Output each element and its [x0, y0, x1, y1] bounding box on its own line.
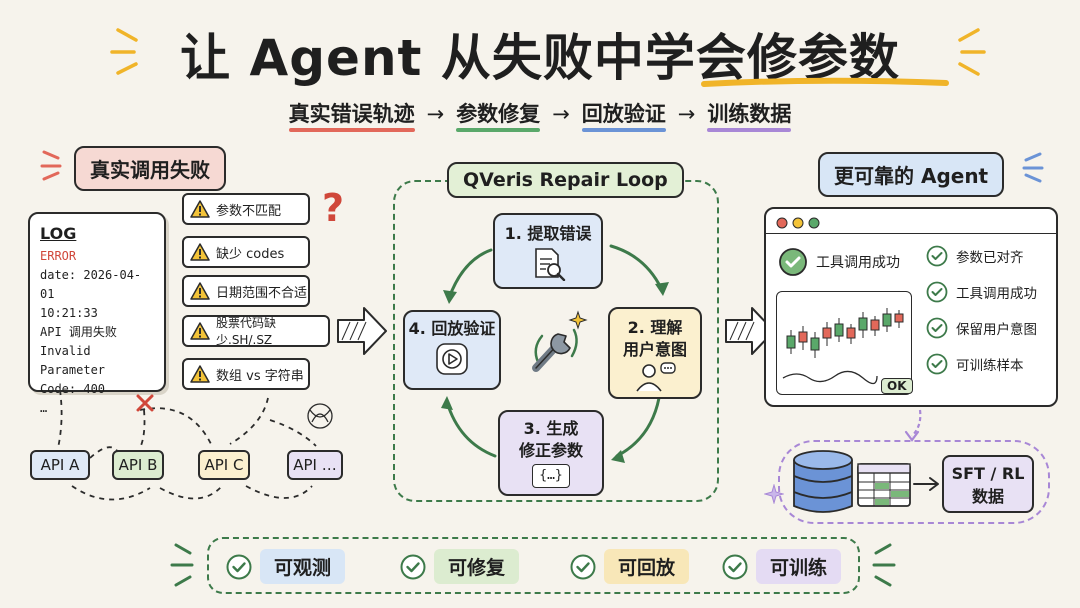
check-circle-icon — [926, 281, 948, 303]
titlebar-divider — [766, 233, 1056, 234]
play-button-icon — [436, 343, 468, 375]
flow-step-training: 训练数据 — [707, 98, 792, 132]
flow-arrow-center-right — [725, 307, 775, 355]
warning-item: 参数不匹配 — [182, 193, 310, 225]
right-label-sparkle — [1022, 152, 1044, 183]
warning-item: 数组 vs 字符串 — [182, 358, 310, 390]
ok-badge: OK — [881, 378, 913, 394]
warning-icon — [190, 282, 210, 300]
warning-icon — [190, 322, 210, 340]
flow-arrow: → — [552, 102, 570, 126]
log-status: ERROR — [40, 249, 77, 263]
log-line: … — [40, 401, 48, 415]
check-circle-icon — [722, 554, 748, 579]
flow-step-errors: 真实错误轨迹 — [288, 98, 415, 132]
check-item: 工具调用成功 — [926, 281, 1037, 303]
api-connectors — [57, 389, 333, 501]
check-circle-icon — [400, 554, 426, 579]
log-line: Invalid Parameter — [40, 344, 106, 377]
capability-observable: 可观测 — [226, 549, 346, 584]
api-node: API C — [198, 450, 250, 480]
flow-arrow: → — [426, 102, 445, 126]
capability-trainable: 可训练 — [722, 549, 842, 584]
capability-label: 可回放 — [604, 549, 690, 584]
step-generate-params: 3. 生成 修正参数 {…} — [498, 410, 604, 496]
page-title: 让 Agent 从失败中学会修参数 — [180, 29, 900, 87]
user-speech-icon — [636, 362, 676, 392]
bottom-sparkles — [170, 543, 896, 587]
title-sparkles — [110, 28, 986, 76]
sft-rl-data-box: SFT / RL 数据 — [942, 455, 1034, 513]
purple-sparkle-icon — [764, 484, 784, 504]
check-circle-icon — [779, 248, 807, 276]
agent-app-window: 工具调用成功 OK — [764, 207, 1058, 407]
code-braces-icon: {…} — [532, 464, 570, 488]
loop-cycle-arrows — [441, 244, 669, 463]
success-row: 工具调用成功 — [778, 247, 900, 277]
title-highlight-underline — [701, 77, 949, 87]
warning-icon — [190, 365, 210, 383]
check-circle-icon — [926, 317, 948, 339]
capability-repairable: 可修复 — [400, 549, 520, 584]
chart-panel: OK — [776, 291, 913, 395]
log-title: LOG — [40, 224, 77, 243]
warning-item: 日期范围不合适 — [182, 275, 310, 307]
flow-row: 真实错误轨迹 → 参数修复 → 回放验证 → 训练数据 — [0, 98, 1080, 132]
flow-arrow-left-center — [337, 307, 387, 355]
warning-icon — [190, 243, 210, 261]
data-arrow — [913, 477, 939, 491]
left-label-sparkle — [40, 150, 62, 181]
check-circle-icon — [570, 554, 596, 579]
down-arrow — [904, 409, 922, 442]
warning-item: 股票代码缺少.SH/.SZ — [182, 315, 330, 347]
flow-arrow: → — [677, 102, 696, 126]
error-log-card: LOG ERROR date: 2026-04-01 10:21:33 API … — [28, 212, 166, 415]
loop-title: QVeris Repair Loop — [447, 162, 684, 198]
log-line: Code: 400 — [40, 382, 106, 396]
capability-label: 可观测 — [260, 549, 346, 584]
check-circle-icon — [226, 554, 252, 579]
log-line: date: 2026-04-01 — [40, 268, 142, 301]
spreadsheet-icon — [857, 463, 911, 507]
log-line: API 调用失败 — [40, 325, 117, 339]
capability-bar — [207, 537, 860, 594]
flow-step-repair: 参数修复 — [456, 98, 541, 132]
log-line: 10:21:33 — [40, 306, 98, 320]
question-mark: ? — [322, 186, 345, 230]
candlestick-chart-icon — [782, 308, 904, 385]
window-controls — [776, 217, 820, 229]
check-item: 参数已对齐 — [926, 245, 1037, 267]
database-icon — [793, 450, 853, 513]
step-understand-intent: 2. 理解 用户意图 — [608, 307, 702, 399]
capability-replayable: 可回放 — [570, 549, 690, 584]
warning-icon — [190, 200, 210, 218]
document-search-icon — [535, 248, 566, 282]
warning-item: 缺少 codes — [182, 236, 310, 268]
data-output-frame — [778, 440, 1050, 524]
check-item: 保留用户意图 — [926, 317, 1037, 339]
checklist: 参数已对齐 工具调用成功 保留用户意图 可训练样本 — [926, 245, 1037, 375]
left-section-label: 真实调用失败 — [74, 146, 226, 191]
check-item: 可训练样本 — [926, 353, 1037, 375]
check-circle-icon — [926, 245, 948, 267]
check-circle-icon — [926, 353, 948, 375]
right-section-label: 更可靠的 Agent — [818, 152, 1005, 197]
api-node: API B — [112, 450, 164, 480]
flow-step-replay: 回放验证 — [581, 98, 666, 132]
api-node: API A — [30, 450, 90, 480]
api-node: API … — [287, 450, 343, 480]
step-replay-verify: 4. 回放验证 — [403, 310, 501, 390]
capability-label: 可修复 — [434, 549, 520, 584]
step-extract-error: 1. 提取错误 — [493, 213, 603, 289]
capability-label: 可训练 — [756, 549, 842, 584]
wrench-icon — [532, 310, 588, 372]
